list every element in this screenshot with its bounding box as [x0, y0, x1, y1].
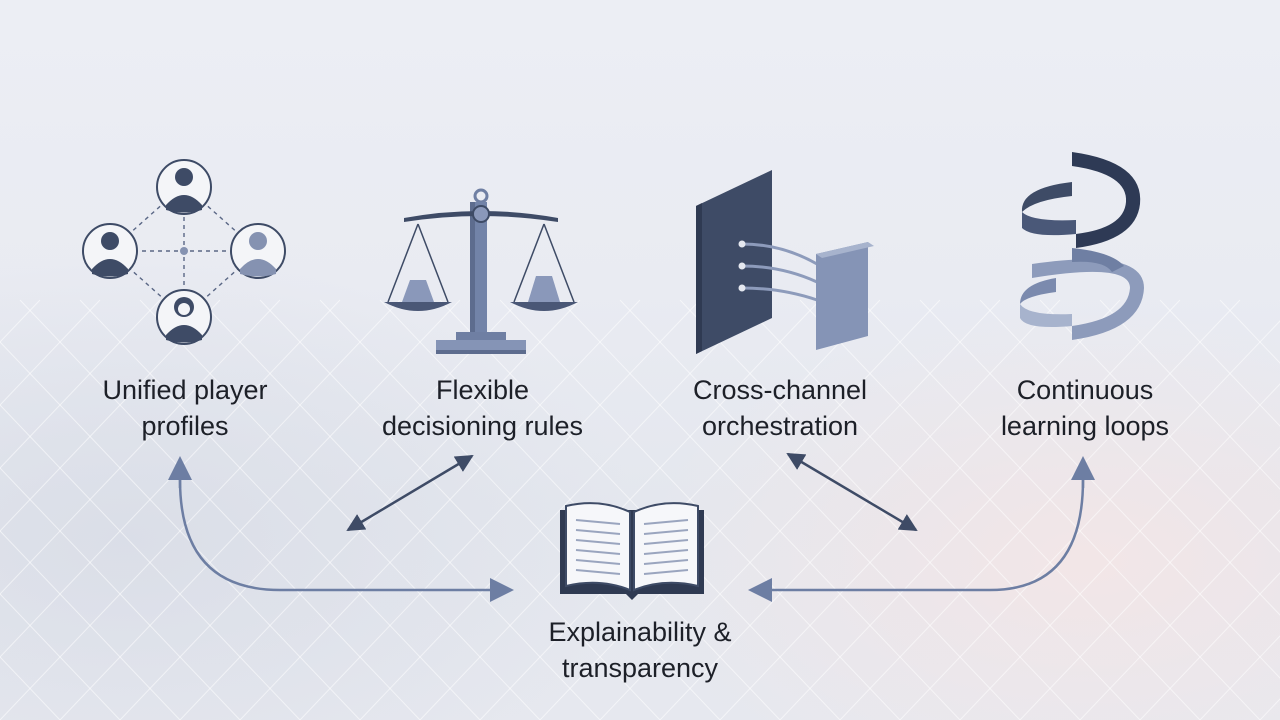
label-unified-player-profiles: Unified player profiles: [102, 375, 268, 441]
user-network-icon: [82, 159, 286, 345]
label-flexible-decisioning-rules: Flexible decisioning rules: [381, 375, 584, 441]
arrow-loops-to-center: [748, 479, 1085, 602]
arrow-orchestration-diagonal: [786, 452, 918, 532]
connected-panels-icon: [696, 170, 874, 354]
spiral-loop-icon: [1020, 152, 1144, 340]
arrow-rules-diagonal: [346, 454, 474, 532]
balance-scale-icon: [384, 188, 578, 354]
open-book-icon: [560, 502, 704, 600]
label-continuous-learning-loops: Continuous learning loops: [1000, 375, 1170, 441]
arrow-profiles-to-center: [178, 479, 514, 602]
label-cross-channel-orchestration: Cross-channel orchestration: [692, 375, 868, 441]
label-explainability-transparency: Explainability & transparency: [548, 617, 732, 683]
